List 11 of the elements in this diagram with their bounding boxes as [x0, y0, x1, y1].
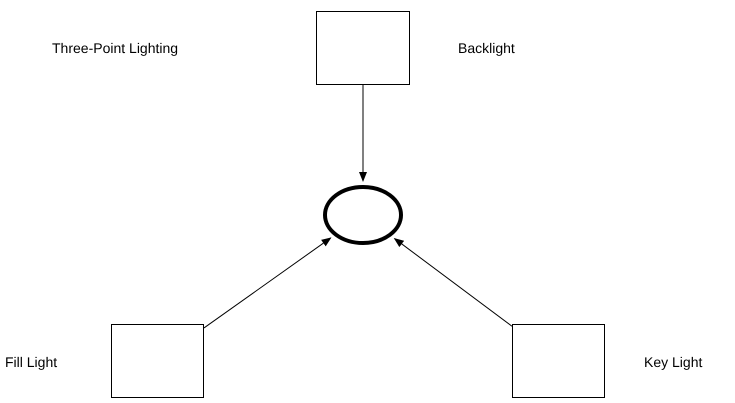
square-box: [512, 324, 605, 398]
diagram-title: Three-Point Lighting: [52, 40, 178, 56]
square-box: [111, 324, 204, 398]
arrow: [394, 238, 512, 327]
arrow: [204, 237, 332, 328]
ellipse-shape: [323, 185, 403, 245]
light-label: Backlight: [458, 40, 515, 56]
light-label: Fill Light: [5, 354, 58, 370]
light-label: Key Light: [644, 354, 702, 370]
arrow: [359, 84, 367, 182]
square-box: [316, 11, 410, 85]
